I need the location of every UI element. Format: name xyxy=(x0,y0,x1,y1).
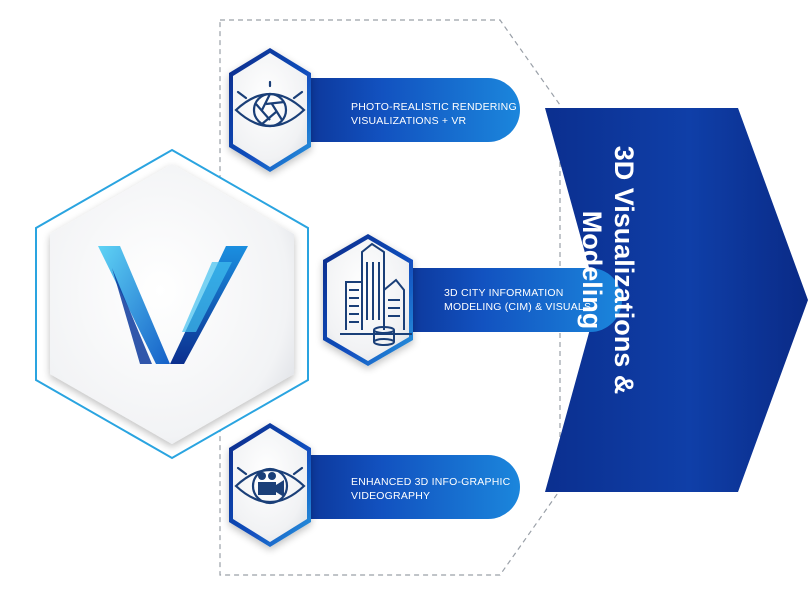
item-2 xyxy=(323,234,622,366)
item-2-label-line2: MODELING (CIM) & VISUALS xyxy=(444,301,592,313)
item-3 xyxy=(229,423,520,547)
arrow-title-line2: Modeling xyxy=(577,210,607,330)
item-2-label-line1: 3D CITY INFORMATION xyxy=(444,287,564,299)
arrow-shape xyxy=(545,108,808,492)
item-1-pill xyxy=(270,78,520,142)
item-1 xyxy=(229,48,520,172)
item-3-label: ENHANCED 3D INFO-GRAPHIC VIDEOGRAPHY xyxy=(351,475,510,503)
eye-aperture-icon xyxy=(234,80,306,128)
item-1-hex xyxy=(233,53,307,167)
item-3-label-line1: ENHANCED 3D INFO-GRAPHIC xyxy=(351,476,511,488)
eye-camera-icon xyxy=(234,466,306,505)
item-2-label: 3D CITY INFORMATION MODELING (CIM) & VIS… xyxy=(444,286,591,314)
item-2-pill xyxy=(368,268,622,332)
item-1-label: PHOTO-REALISTIC RENDERING VISUALIZATIONS… xyxy=(351,100,517,128)
item-1-label-line1: PHOTO-REALISTIC RENDERING xyxy=(351,101,517,113)
item-1-label-line2: VISUALIZATIONS + VR xyxy=(351,115,467,127)
logo-hex-inner xyxy=(50,164,294,444)
logo-hexagon xyxy=(35,148,309,460)
item-3-pill xyxy=(270,455,520,519)
arrow-title-line1: 3D Visualizations & xyxy=(609,145,639,395)
logo-v-mark xyxy=(98,246,248,364)
arrow-title: 3D Visualizations & Modeling xyxy=(560,100,640,440)
city-buildings-icon xyxy=(340,242,412,346)
item-3-label-line2: VIDEOGRAPHY xyxy=(351,490,431,502)
